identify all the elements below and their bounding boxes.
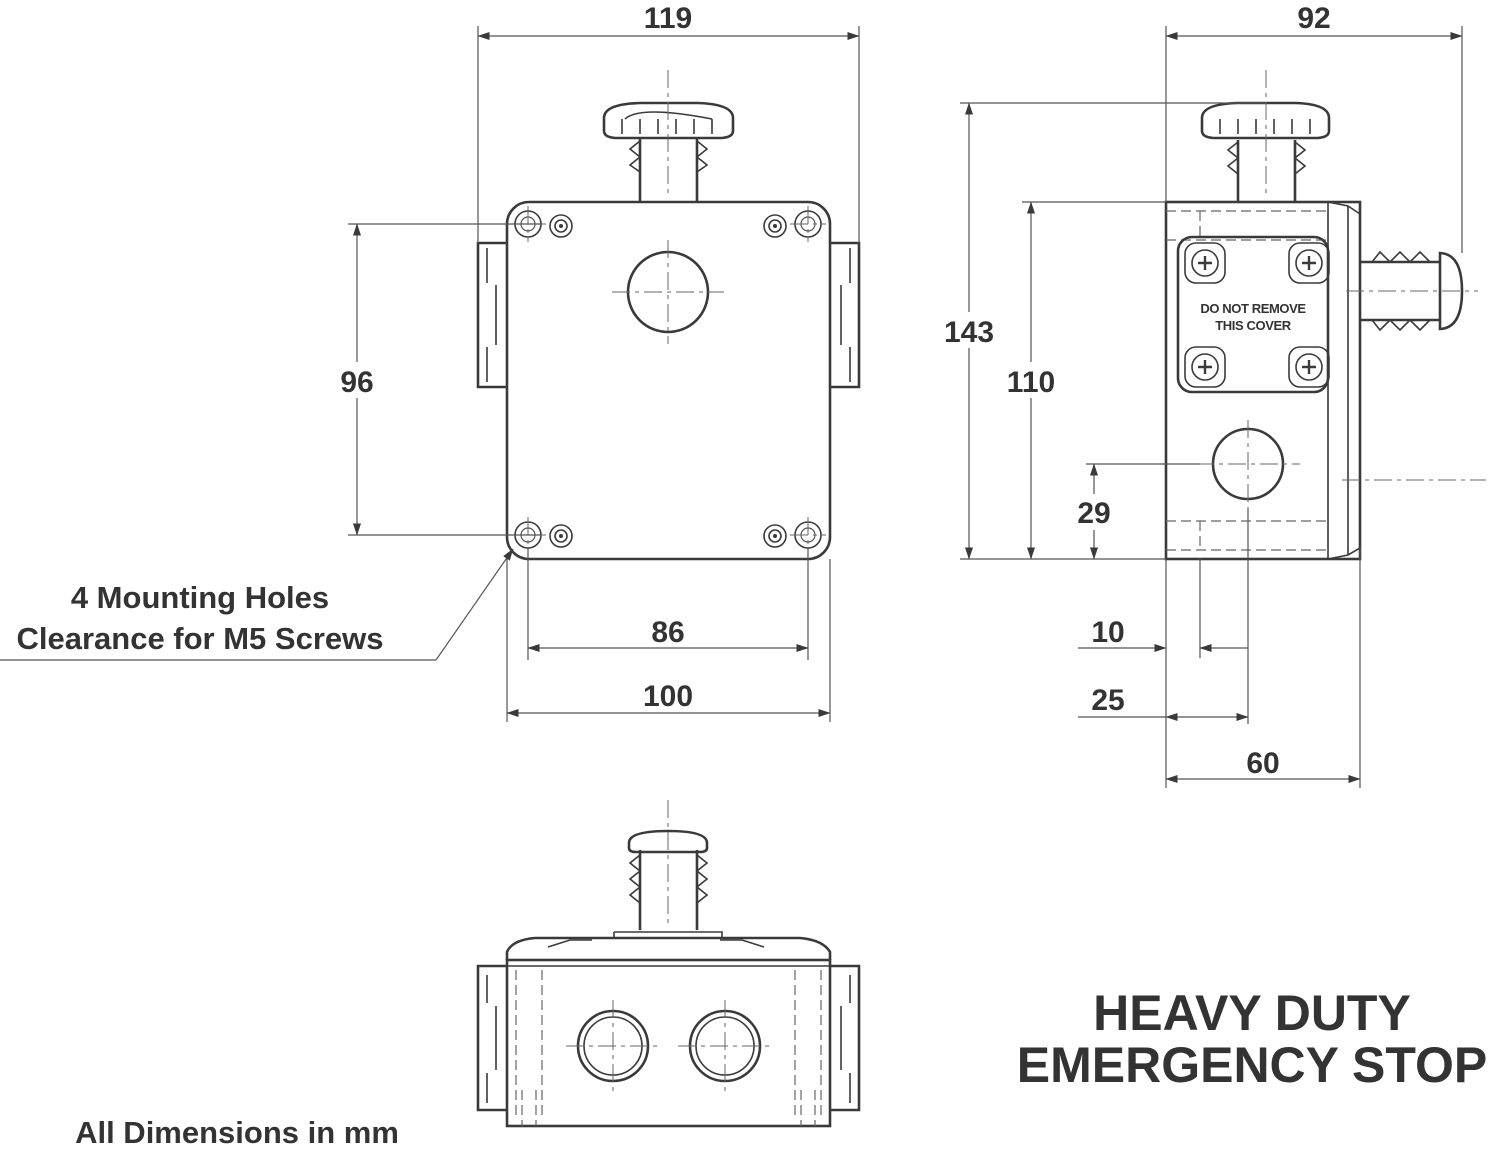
bottom-view bbox=[476, 800, 861, 1128]
front-right-lug bbox=[830, 241, 861, 389]
mounting-holes bbox=[509, 205, 827, 554]
bottom-knob bbox=[627, 829, 709, 854]
side-right-knob bbox=[1438, 251, 1464, 331]
dim-60: 60 bbox=[1246, 747, 1279, 780]
side-top-knob bbox=[1200, 101, 1331, 140]
front-body bbox=[505, 200, 832, 561]
dim-25: 25 bbox=[1091, 684, 1124, 717]
dim-92: 92 bbox=[1297, 2, 1330, 35]
dim-29: 29 bbox=[1077, 497, 1110, 530]
bottom-body bbox=[505, 958, 832, 1128]
cover-label-line2: THIS COVER bbox=[1215, 318, 1291, 333]
side-cover-plate bbox=[1176, 235, 1330, 394]
front-view: 119 96 86 100 4 Mounting Holes Clearance… bbox=[0, 2, 861, 722]
dim-143: 143 bbox=[944, 316, 994, 349]
front-left-lug bbox=[476, 241, 507, 389]
mounting-note-line1: 4 Mounting Holes bbox=[71, 580, 329, 615]
units-note: All Dimensions in mm bbox=[75, 1115, 399, 1150]
title-line2: EMERGENCY STOP bbox=[1017, 1037, 1487, 1093]
bottom-left-lug bbox=[476, 964, 507, 1112]
side-body bbox=[1164, 200, 1362, 561]
title-line1: HEAVY DUTY bbox=[1093, 985, 1411, 1041]
dim-86: 86 bbox=[651, 616, 684, 649]
side-view: DO NOT REMOVE THIS COVER 92 143 110 bbox=[940, 2, 1486, 788]
front-knob bbox=[602, 101, 735, 140]
dim-110: 110 bbox=[1007, 366, 1055, 399]
dim-100: 100 bbox=[643, 680, 693, 713]
bottom-right-lug bbox=[830, 964, 861, 1112]
mounting-note-line2: Clearance for M5 Screws bbox=[16, 621, 383, 656]
dim-119: 119 bbox=[644, 2, 692, 35]
dim-96: 96 bbox=[340, 366, 373, 399]
dim-10: 10 bbox=[1091, 616, 1124, 649]
cover-label-line1: DO NOT REMOVE bbox=[1200, 301, 1306, 316]
